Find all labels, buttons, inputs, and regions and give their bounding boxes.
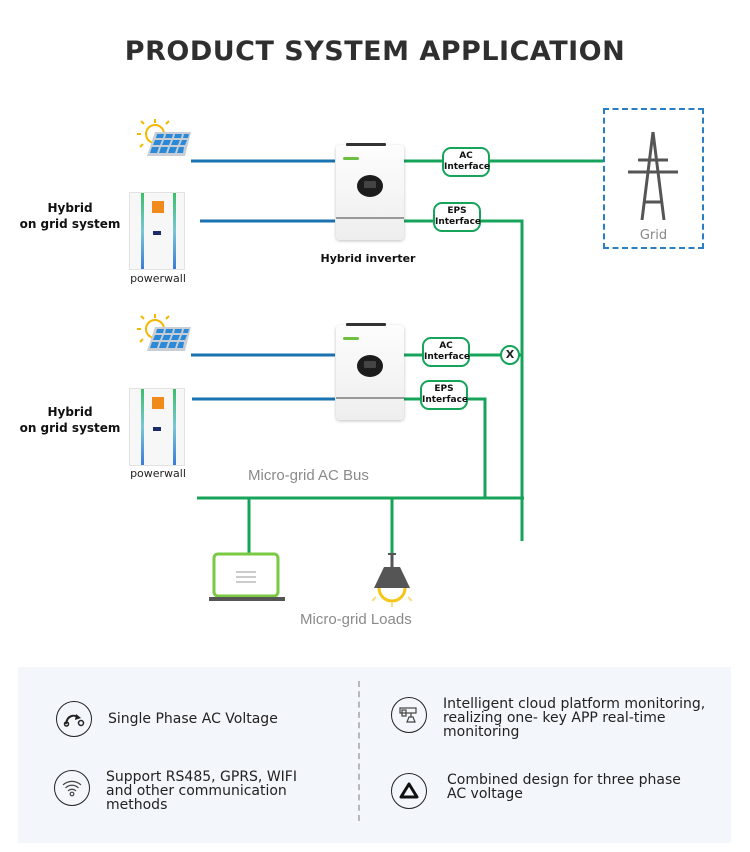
iface-line: Interface	[424, 352, 471, 362]
battery-brand-logo	[152, 397, 164, 409]
grid-tower-icon	[628, 131, 678, 221]
system-label-line: Hybrid	[47, 405, 93, 419]
hybrid-inverter-1	[336, 143, 404, 240]
eps-line-2	[402, 397, 487, 498]
solar-panel-icon	[137, 119, 191, 156]
feature-three-phase: Combined design for three phase AC volta…	[391, 773, 681, 809]
inverter-display	[357, 175, 383, 197]
loads-label: Micro-grid Loads	[300, 611, 412, 628]
utility-grid: Grid	[603, 108, 704, 249]
inverter-display	[357, 355, 383, 377]
disconnect-switch: X	[500, 345, 520, 365]
iface-line: Interface	[435, 217, 482, 227]
powerwall-label-1: powerwall	[130, 272, 186, 285]
ac-bus-label: Micro-grid AC Bus	[248, 467, 369, 484]
cloud-monitor-icon	[391, 697, 427, 733]
iface-line: Interface	[422, 395, 469, 405]
system-label-1: Hybrid on grid system	[15, 200, 125, 232]
feature-text-line: methods	[106, 797, 168, 813]
iface-line: EPS	[447, 206, 467, 216]
three-phase-triangle-icon	[391, 773, 427, 809]
page-title: PRODUCT SYSTEM APPLICATION	[124, 36, 626, 67]
inverter-brand-logo	[343, 157, 359, 160]
system-label-line: on grid system	[19, 217, 121, 231]
feature-text-line: and other communication	[106, 783, 287, 799]
feature-text: Support RS485, GPRS, WIFI and other comm…	[106, 770, 297, 812]
feature-text-line: AC voltage	[447, 786, 523, 802]
iface-line: Interface	[444, 162, 491, 172]
system-label-line: Hybrid	[47, 201, 93, 215]
feature-text-line: Combined design for three phase	[447, 772, 681, 788]
system-diagram: Hybrid on grid system powerwall Hybrid i…	[15, 108, 704, 628]
eps-interface-1: EPS Interface	[433, 202, 481, 232]
divider	[358, 681, 360, 821]
feature-text-line: monitoring	[443, 724, 520, 740]
solar-panel-icon	[137, 314, 191, 351]
powerwall-battery-1	[129, 192, 185, 270]
feature-text-line: Intelligent cloud platform monitoring,	[443, 696, 706, 712]
feature-text: Intelligent cloud platform monitoring, r…	[443, 697, 705, 739]
system-label-line: on grid system	[19, 421, 121, 435]
iface-line: EPS	[434, 384, 454, 394]
feature-text: Single Phase AC Voltage	[108, 711, 278, 727]
inverter-brand-logo	[343, 337, 359, 340]
iface-line: AC	[459, 151, 473, 161]
grid-label: Grid	[639, 228, 668, 243]
feature-text-line: Support RS485, GPRS, WIFI	[106, 769, 297, 785]
hybrid-inverter-2	[336, 323, 404, 420]
phase-curve-icon	[56, 701, 92, 737]
wifi-icon	[54, 770, 90, 806]
laptop-icon	[209, 552, 285, 601]
inverter-label: Hybrid inverter	[320, 252, 416, 265]
powerwall-battery-2	[129, 388, 185, 466]
battery-brand-logo	[152, 201, 164, 213]
system-label-2: Hybrid on grid system	[15, 404, 125, 436]
powerwall-label-2: powerwall	[130, 467, 186, 480]
feature-text: Combined design for three phase AC volta…	[443, 773, 681, 801]
ac-interface-1: AC Interface	[442, 147, 490, 177]
feature-text-line: realizing one- key APP real-time	[443, 710, 666, 726]
iface-line: AC	[439, 341, 453, 351]
ceiling-lamp-icon	[371, 553, 413, 607]
eps-interface-2: EPS Interface	[420, 380, 468, 410]
feature-single-phase: Single Phase AC Voltage	[56, 701, 278, 737]
feature-communication: Support RS485, GPRS, WIFI and other comm…	[54, 770, 297, 812]
features-panel: Single Phase AC Voltage Support RS485, G…	[18, 667, 731, 843]
ac-interface-2: AC Interface	[422, 337, 470, 367]
feature-cloud-monitoring: Intelligent cloud platform monitoring, r…	[391, 697, 705, 739]
